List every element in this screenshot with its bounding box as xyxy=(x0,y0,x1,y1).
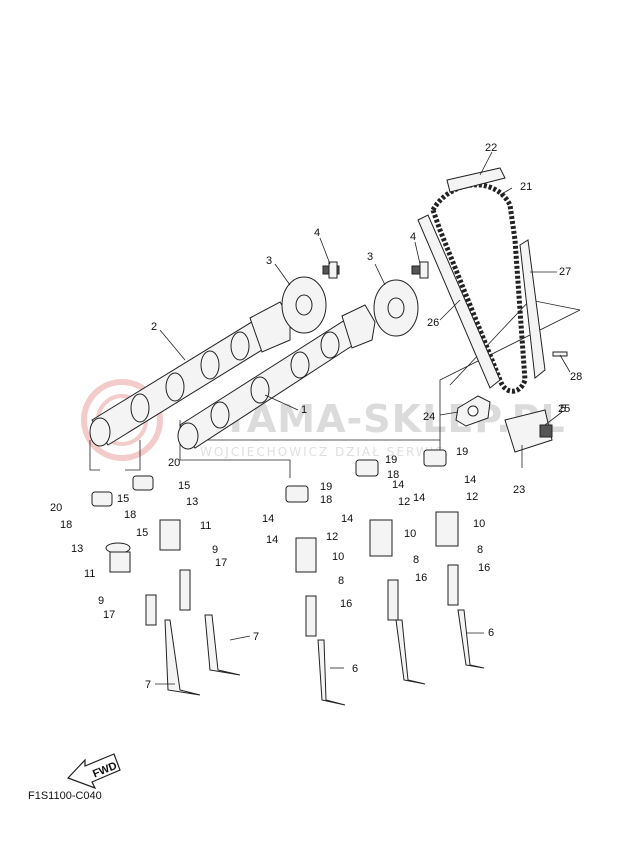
fwd-arrow: FWD xyxy=(66,753,121,790)
callout-23: 23 xyxy=(513,484,525,496)
callout-19: 19 xyxy=(320,481,332,493)
callout-7: 7 xyxy=(253,631,259,643)
callout-9: 9 xyxy=(98,595,104,607)
callout-18: 18 xyxy=(320,494,332,506)
callout-14: 14 xyxy=(341,513,353,525)
callout-27: 27 xyxy=(559,266,571,278)
camshaft-2 xyxy=(89,301,291,447)
callout-14: 14 xyxy=(266,534,278,546)
callout-18: 18 xyxy=(124,509,136,521)
camshaft-1 xyxy=(177,304,376,450)
callout-7: 7 xyxy=(145,679,151,691)
callout-14: 14 xyxy=(392,479,404,491)
callouts: 1 2 3 3 4 4 5 6 6 7 7 8 8 8 9 9 10 10 10… xyxy=(50,142,582,691)
callout-12: 12 xyxy=(466,491,478,503)
callout-18: 18 xyxy=(60,519,72,531)
watermark-subtitle: WOJCIECHOWICZ DZIAŁ SERWIS xyxy=(200,445,445,459)
callout-8: 8 xyxy=(477,544,483,556)
callout-17: 17 xyxy=(103,609,115,621)
chain-guide-right xyxy=(519,239,546,379)
callout-10: 10 xyxy=(332,551,344,563)
cam-sprocket-left xyxy=(281,276,327,334)
valve-group-3 xyxy=(285,485,346,706)
pin-28 xyxy=(552,351,568,357)
callout-11: 11 xyxy=(200,520,211,532)
callout-8: 8 xyxy=(413,554,419,566)
callout-28: 28 xyxy=(570,371,582,383)
callout-12: 12 xyxy=(326,531,338,543)
callout-16: 16 xyxy=(415,572,427,584)
callout-1: 1 xyxy=(301,404,307,416)
callout-6: 6 xyxy=(488,627,494,639)
callout-14: 14 xyxy=(413,492,425,504)
tensioner-gasket xyxy=(455,395,491,427)
callout-15: 15 xyxy=(136,527,148,539)
callout-20: 20 xyxy=(168,457,180,469)
callout-21: 21 xyxy=(520,181,532,193)
callout-20: 20 xyxy=(50,502,62,514)
callout-15: 15 xyxy=(178,480,190,492)
callout-4: 4 xyxy=(410,231,416,243)
callout-8: 8 xyxy=(338,575,344,587)
sprocket-bolt-right xyxy=(411,261,429,279)
callout-26: 26 xyxy=(427,317,439,329)
callout-3: 3 xyxy=(367,251,373,263)
callout-15: 15 xyxy=(117,493,129,505)
sprocket-bolt-left xyxy=(322,261,340,279)
valve-group-5 xyxy=(423,449,485,669)
callout-16: 16 xyxy=(478,562,490,574)
callout-6: 6 xyxy=(352,663,358,675)
callout-12: 12 xyxy=(398,496,410,508)
valve-group-2 xyxy=(132,475,241,676)
leader-lines xyxy=(155,151,571,685)
valve-group-4 xyxy=(355,459,426,685)
chain-guide-top xyxy=(446,167,506,193)
callout-11: 11 xyxy=(84,568,95,580)
callout-13: 13 xyxy=(71,543,83,555)
chain-tensioner xyxy=(504,409,553,453)
callout-13: 13 xyxy=(186,496,198,508)
callout-10: 10 xyxy=(404,528,416,540)
callout-14: 14 xyxy=(262,513,274,525)
cam-sprocket-right xyxy=(373,279,419,337)
callout-16: 16 xyxy=(340,598,352,610)
callout-14: 14 xyxy=(464,474,476,486)
callout-22: 22 xyxy=(485,142,497,154)
callout-19: 19 xyxy=(456,446,468,458)
callout-3: 3 xyxy=(266,255,272,267)
callout-18: 18 xyxy=(387,469,399,481)
callout-19: 19 xyxy=(385,454,397,466)
callout-2: 2 xyxy=(151,321,157,333)
figure-code: F1S1100-C040 xyxy=(28,790,102,802)
valve-group-1 xyxy=(91,491,201,696)
callout-25: 25 xyxy=(558,403,570,415)
callout-17: 17 xyxy=(215,557,227,569)
callout-24: 24 xyxy=(423,411,435,423)
callout-5: 5 xyxy=(560,403,566,415)
callout-9: 9 xyxy=(212,544,218,556)
callout-4: 4 xyxy=(314,227,320,239)
callout-10: 10 xyxy=(473,518,485,530)
